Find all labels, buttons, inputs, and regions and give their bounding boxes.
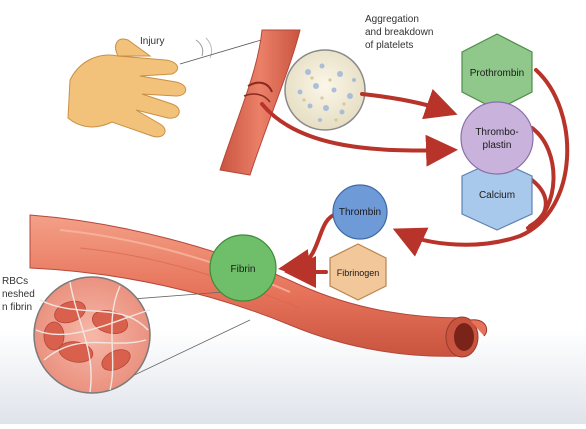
fibrin-label: Fibrin (230, 264, 255, 275)
rbcs-label-line1: RBCs (2, 276, 28, 287)
thromboplastin-label-line1: Thrombo- (475, 127, 518, 138)
thrombin-label: Thrombin (339, 207, 381, 218)
prothrombin-node: Prothrombin (462, 34, 532, 110)
rbcs-label-line3: n fibrin (2, 302, 32, 313)
hand-illustration (68, 38, 212, 137)
thromboplastin-label-line2: plastin (483, 140, 512, 151)
arrow-platelets-to-thromboplastin (362, 94, 450, 112)
prothrombin-label: Prothrombin (470, 68, 524, 79)
thrombin-node: Thrombin (333, 185, 387, 239)
rbcs-label-line2: neshed (2, 289, 35, 300)
arrow-thrombin-to-fibrin (286, 214, 336, 268)
fibrin-node: Fibrin (210, 235, 276, 301)
aggregation-label-line1: Aggregation (365, 14, 419, 25)
injury-label: Injury (140, 36, 164, 47)
platelet-aggregation-circle (285, 50, 365, 130)
fibrinogen-label: Fibrinogen (337, 268, 380, 278)
thromboplastin-node: Thrombo- plastin (461, 102, 533, 174)
calcium-label: Calcium (479, 190, 515, 201)
aggregation-label-line2: and breakdown (365, 27, 433, 38)
fibrinogen-node: Fibrinogen (330, 244, 386, 300)
aggregation-label-line3: of platelets (365, 40, 413, 51)
